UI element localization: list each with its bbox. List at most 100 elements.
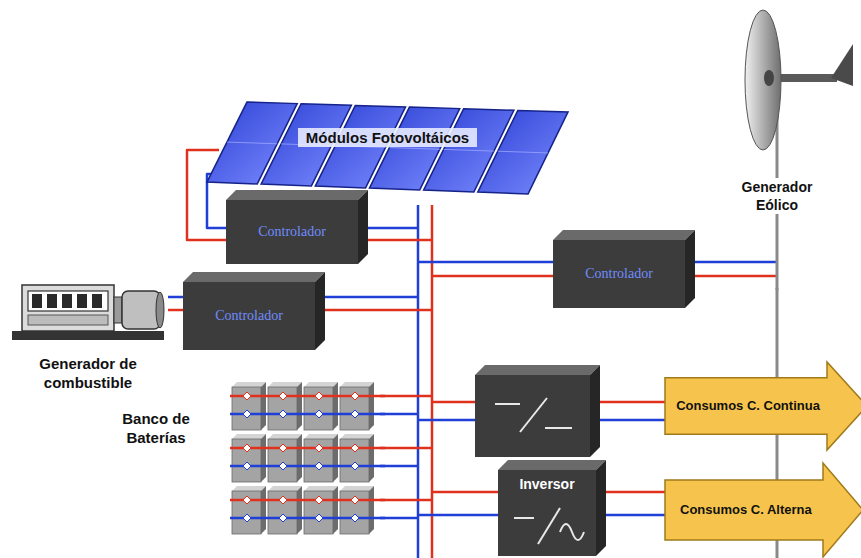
drawing-part [32,294,42,308]
drawing-part [685,230,695,308]
text-area: Controlador [183,282,315,350]
drawing-part [514,517,534,519]
node-label: Controlador [258,224,326,240]
wire [418,419,475,422]
drawing-part [369,382,374,430]
drawing-part [230,465,385,468]
load-arrow: Consumos C. Alterna [665,463,861,557]
drawing-part [168,309,183,312]
text-area: Banco de Baterías [100,404,212,452]
drawing-part [77,294,87,308]
drawing-part [560,524,584,540]
drawing-part [226,190,368,200]
drawing-part [606,491,666,494]
bus-negative [417,205,420,558]
wire [368,227,418,230]
drawing-part [232,387,261,430]
wire [380,517,418,520]
text-area: Módulos Fotovoltáicos [205,124,570,150]
drawing-part [92,294,102,308]
drawing-part [351,514,359,522]
drawing-part [243,462,251,470]
drawing-part [498,470,596,556]
text-area: Consumos C. Continua [673,362,823,450]
wire [600,401,666,404]
wire-pair [606,492,666,515]
battery-bank: Banco de Baterías [100,378,385,543]
drawing-part [297,486,302,534]
drawing-part [261,382,266,430]
drawing-part [268,491,297,534]
drawing-part [475,365,600,375]
drawing-part [351,496,359,504]
drawing-part [444,149,494,151]
drawing-part [243,444,251,452]
inverter-box: Inversor [498,460,606,556]
drawing-part [304,486,338,491]
drawing-part [243,392,251,400]
drawing-part [340,491,369,534]
controller-box: Controlador [183,272,325,350]
load-arrow: Consumos C. Continua [665,362,861,450]
drawing-part [230,395,385,398]
drawing-part [695,275,777,278]
drawing-part [12,331,164,340]
drawing-part [478,110,568,194]
wind-generator-shape [705,8,855,290]
inverter-box-shape [498,460,606,556]
drawing-part [226,200,358,264]
wire [432,275,553,278]
controller-box: Controlador [226,190,368,264]
drawing-part [764,70,774,86]
drawing-part [268,486,302,491]
dc-converter [475,365,600,457]
drawing-part [243,410,251,418]
wind-generator: Generador Eólico [705,8,855,290]
drawing-part [351,462,359,470]
fuel-generator: Generador de combustible [8,275,168,400]
drawing-part [304,491,333,534]
drawing-part [389,148,439,150]
wire-pair [168,297,183,310]
drawing-part [243,514,251,522]
drawing-part [268,387,297,430]
drawing-part [183,282,315,350]
drawing-part [333,434,338,482]
drawing-part [545,427,572,429]
pv-panels: Módulos Fotovoltáicos [205,102,570,194]
node-label: Módulos Fotovoltáicos [298,128,477,147]
drawing-part [297,382,302,430]
drawing-part [315,410,323,418]
wire [380,395,432,398]
drawing-part [230,413,385,416]
drawing-part [315,462,323,470]
wire [380,499,432,502]
drawing-part [279,392,287,400]
wire [418,261,553,264]
battery-bank-shape [100,378,385,543]
node-label: Generador de combustible [8,354,168,393]
wire [380,413,418,416]
wire [325,309,432,312]
node-label: Generador Eólico [727,178,827,214]
drawing-part [232,382,266,387]
drawing-part [304,382,338,387]
wire [380,465,418,468]
drawing-part [183,272,325,282]
drawing-part [28,315,108,325]
node-label: Controlador [585,266,653,282]
drawing-part [304,434,338,439]
node-label: Banco de Baterías [100,409,212,448]
drawing-part [243,496,251,504]
drawing-part [304,387,333,430]
drawing-part [358,190,368,264]
drawing-part [232,439,261,482]
drawing-part [538,508,560,544]
drawing-part [62,294,72,308]
drawing-part [495,403,520,405]
drawing-part [351,392,359,400]
drawing-part [369,486,374,534]
drawing-part [279,444,287,452]
